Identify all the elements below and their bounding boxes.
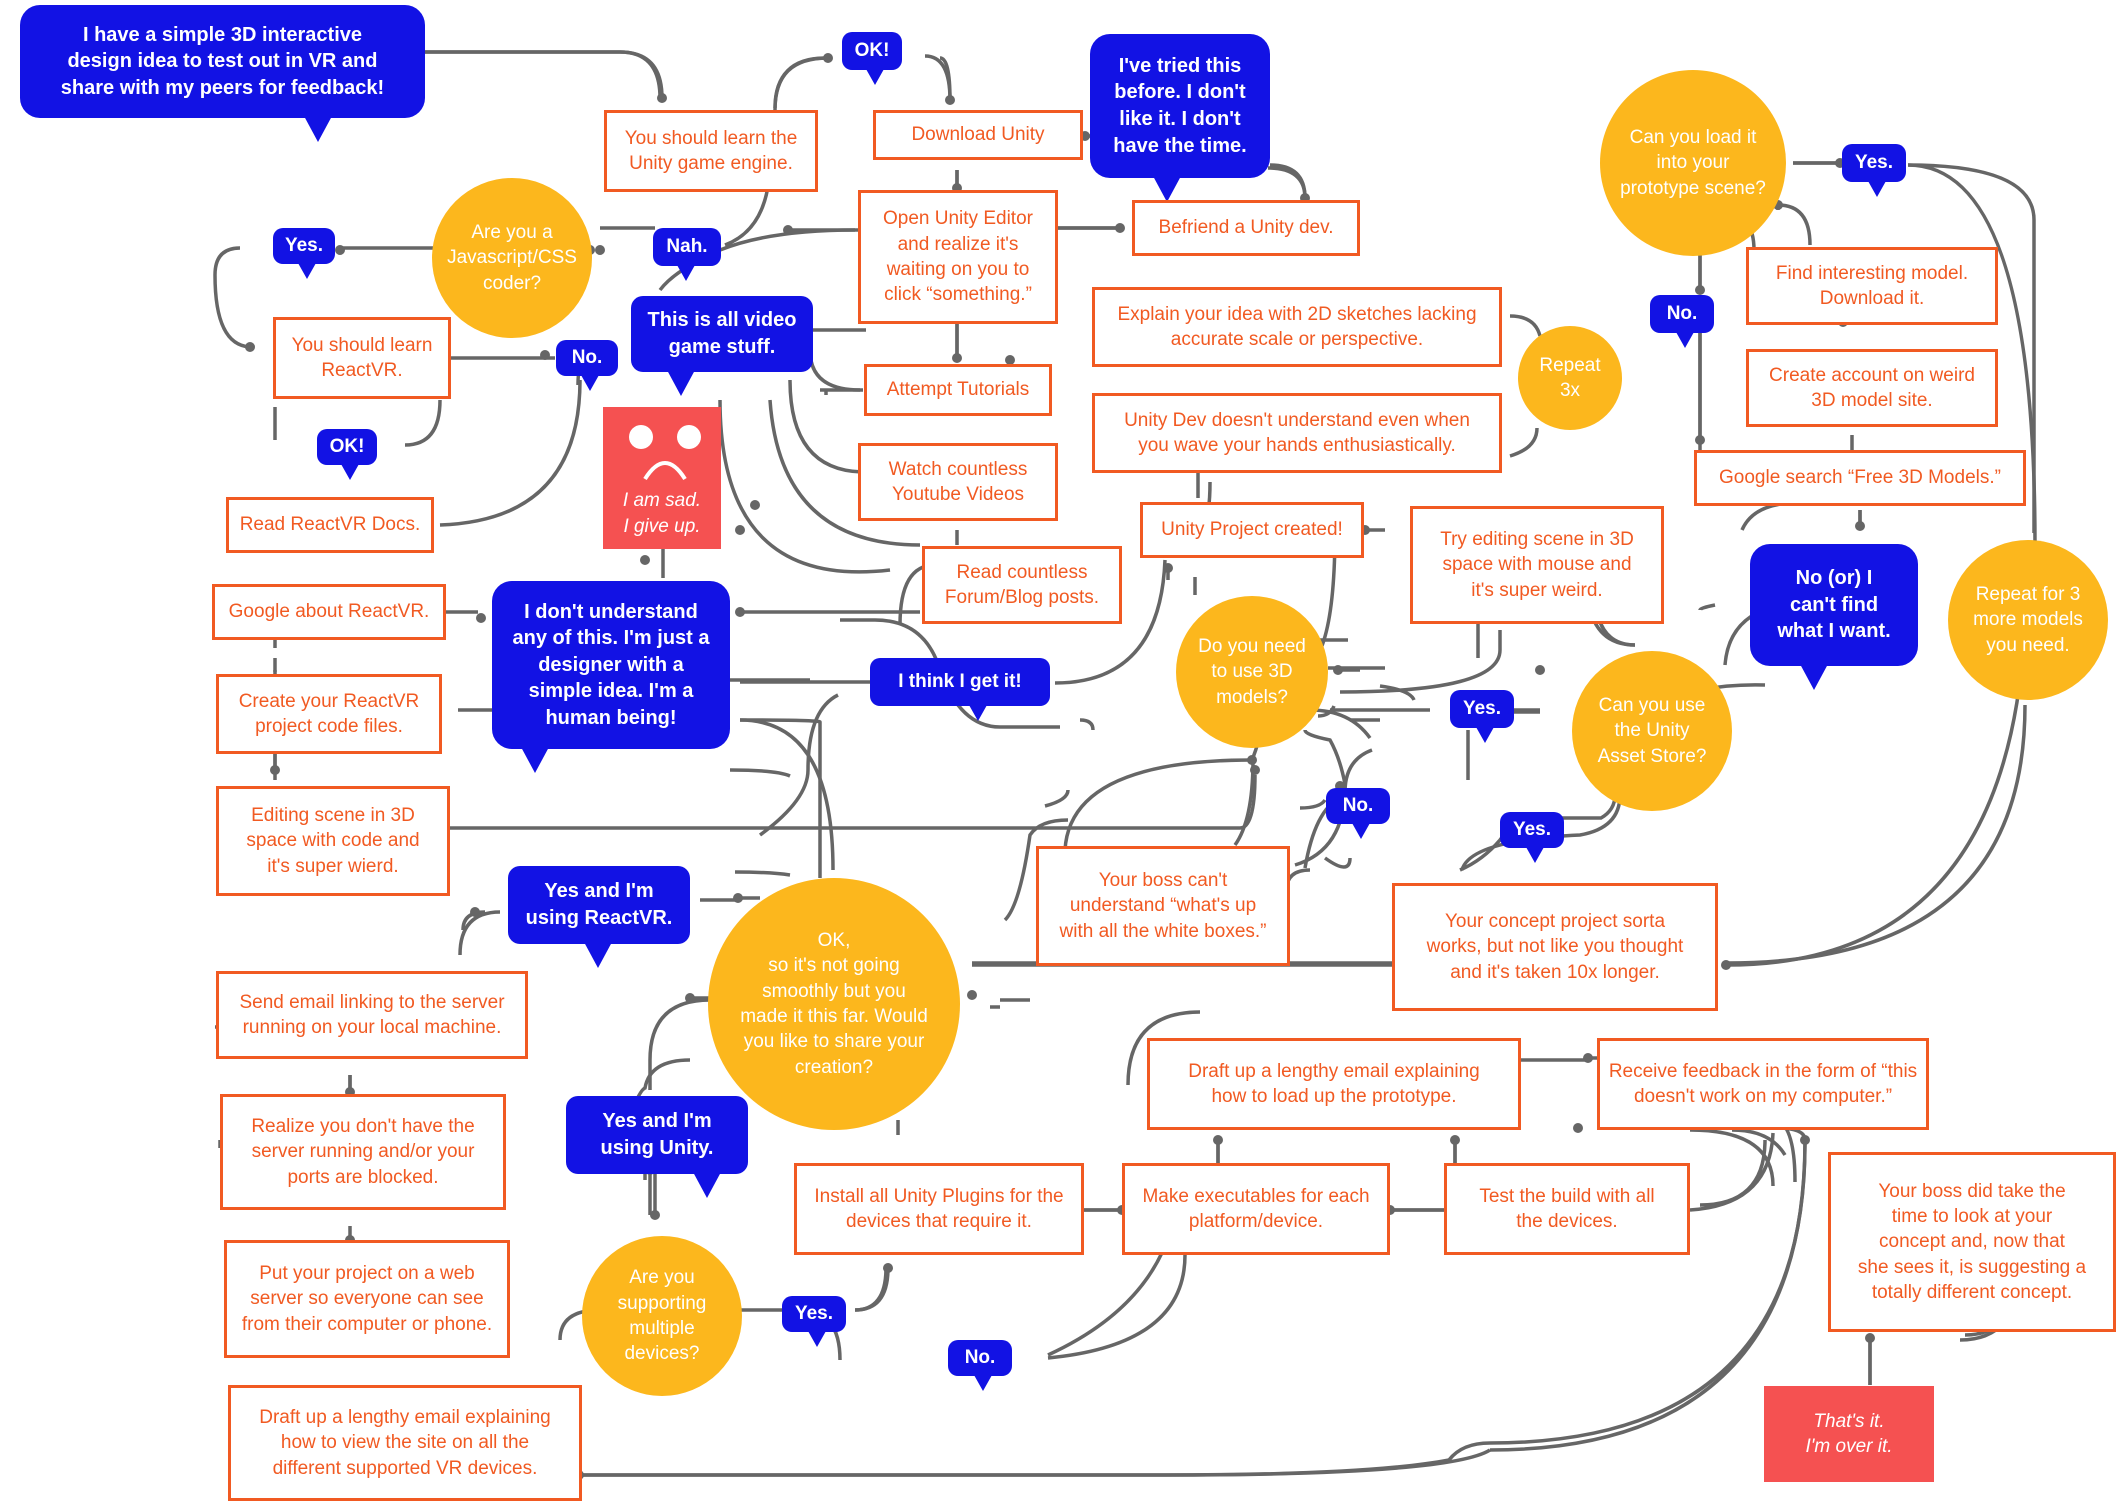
editing-code-box: Editing scene in 3D space with code and … — [216, 786, 450, 896]
befriend-dev-box: Befriend a Unity dev. — [1132, 200, 1360, 256]
yes-load-bubble: Yes. — [1842, 144, 1906, 197]
yes-multi-bubble: Yes. — [782, 1296, 846, 1347]
learn-reactvr-box: You should learn ReactVR. — [273, 317, 451, 399]
ok-top-bubble: OK! — [842, 32, 902, 85]
create-files-box: Create your ReactVR project code files. — [216, 674, 442, 754]
multi-devices-circle: Are you supporting multiple devices? — [582, 1236, 742, 1396]
test-build-box: Test the build with all the devices. — [1444, 1163, 1690, 1255]
learn-unity-box: You should learn the Unity game engine. — [604, 110, 818, 192]
put-web-server-box: Put your project on a web server so ever… — [224, 1240, 510, 1358]
yes-reactvr-bubble: Yes and I'm using ReactVR. — [508, 866, 690, 968]
try-editing-mouse-box: Try editing scene in 3D space with mouse… — [1410, 506, 1664, 624]
sad-face-icon — [629, 425, 701, 481]
video-game-bubble: This is all video game stuff. — [631, 296, 813, 396]
cant-find-bubble: No (or) I can't find what I want. — [1750, 544, 1918, 690]
repeat-models-circle: Repeat for 3 more models you need. — [1948, 540, 2108, 700]
no-3d-bubble: No. — [1326, 788, 1390, 839]
project-created-box: Unity Project created! — [1140, 502, 1364, 558]
watch-videos-box: Watch countless Youtube Videos — [858, 443, 1058, 521]
asset-store-circle: Can you use the Unity Asset Store? — [1572, 651, 1732, 811]
yes-js-bubble: Yes. — [273, 228, 335, 279]
yes-store-bubble: Yes. — [1500, 812, 1564, 863]
boss-different-box: Your boss did take the time to look at y… — [1828, 1152, 2116, 1332]
dev-confused-box: Unity Dev doesn't understand even when y… — [1092, 393, 1502, 473]
no-reactvr-bubble: No. — [556, 340, 618, 391]
install-plugins-box: Install all Unity Plugins for the device… — [794, 1163, 1084, 1255]
js-coder-circle: Are you a Javascript/CSS coder? — [432, 178, 592, 338]
yes-unity-bubble: Yes and I'm using Unity. — [566, 1096, 748, 1198]
nah-bubble: Nah. — [653, 228, 721, 281]
make-exec-box: Make executables for each platform/devic… — [1122, 1163, 1390, 1255]
ok-reactvr-bubble: OK! — [317, 429, 377, 480]
attempt-tutorials-box: Attempt Tutorials — [864, 364, 1052, 416]
read-docs-box: Read ReactVR Docs. — [226, 497, 434, 553]
sad-text: I am sad. I give up. — [622, 490, 702, 537]
google-free-box: Google search “Free 3D Models.” — [1694, 450, 2026, 506]
no-load-bubble: No. — [1650, 295, 1714, 348]
draft-prototype-email-box: Draft up a lengthy email explaining how … — [1147, 1038, 1521, 1130]
explain-sketches-box: Explain your idea with 2D sketches lacki… — [1092, 287, 1502, 367]
realize-server-box: Realize you don't have the server runnin… — [220, 1094, 506, 1210]
sad-box: I am sad. I give up. — [603, 407, 721, 549]
concept-sorta-box: Your concept project sorta works, but no… — [1392, 883, 1718, 1011]
dont-understand-bubble: I don't understand any of this. I'm just… — [492, 581, 730, 773]
send-email-local-box: Send email linking to the server running… — [216, 971, 528, 1059]
start-bubble: I have a simple 3D interactive design id… — [20, 5, 425, 142]
google-reactvr-box: Google about ReactVR. — [212, 584, 446, 640]
need-3d-circle: Do you need to use 3D models? — [1176, 596, 1328, 748]
find-model-box: Find interesting model. Download it. — [1746, 247, 1998, 325]
load-model-circle: Can you load it into your prototype scen… — [1600, 70, 1786, 256]
ok-share-circle: OK, so it's not going smoothly but you m… — [708, 878, 960, 1130]
repeat-3x-circle: Repeat 3x — [1518, 326, 1622, 430]
read-forum-box: Read countless Forum/Blog posts. — [922, 546, 1122, 624]
create-account-box: Create account on weird 3D model site. — [1746, 349, 1998, 427]
yes-3d-bubble: Yes. — [1450, 690, 1514, 743]
feedback-box: Receive feedback in the form of “this do… — [1597, 1038, 1929, 1130]
no-multi-bubble: No. — [948, 1340, 1012, 1391]
get-it-bubble: I think I get it! — [870, 658, 1050, 721]
tried-before-bubble: I've tried this before. I don't like it.… — [1090, 34, 1270, 202]
download-unity-box: Download Unity — [873, 110, 1083, 160]
draft-vr-email-box: Draft up a lengthy email explaining how … — [228, 1385, 582, 1501]
boss-white-box: Your boss can't understand “what's up wi… — [1036, 846, 1290, 966]
open-editor-box: Open Unity Editor and realize it's waiti… — [858, 190, 1058, 324]
over-it-box: That's it. I'm over it. — [1764, 1386, 1934, 1482]
